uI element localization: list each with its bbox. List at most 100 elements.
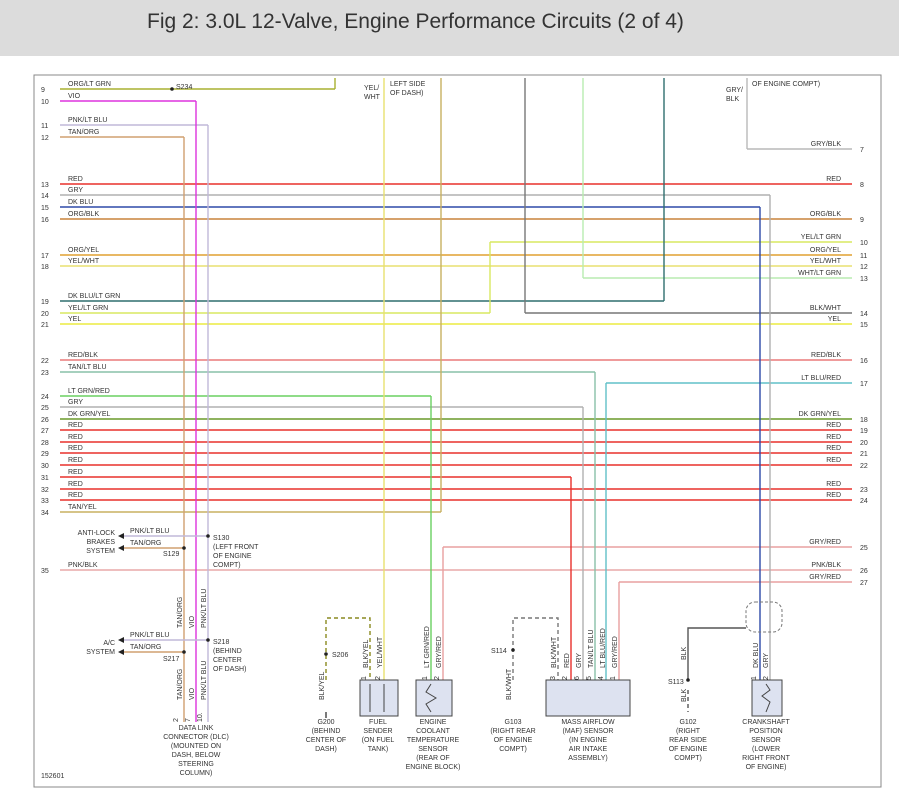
- maf-sensor-body: [545, 679, 631, 717]
- splice-s129: S129: [163, 551, 179, 558]
- wire-label: RED: [68, 492, 83, 499]
- row-number: 24: [41, 394, 49, 401]
- vertical-wire-label: GRY/RED: [612, 636, 619, 668]
- fuel-sender-label: TANK): [368, 746, 388, 753]
- right-pin-number: 24: [860, 498, 868, 505]
- wire-label: RED: [68, 445, 83, 452]
- splice-dot: [686, 678, 690, 682]
- right-wire-label: YEL: [828, 316, 841, 323]
- wire-label: ORG/BLK: [68, 211, 99, 218]
- dlc-label: COLUMN): [180, 770, 213, 777]
- row-number: 14: [41, 193, 49, 200]
- ac-system-label: A/C: [103, 640, 115, 647]
- row-number: 34: [41, 510, 49, 517]
- ckp-label: SENSOR: [751, 737, 781, 744]
- maf-pin: 5: [586, 676, 593, 680]
- right-pin-number: 14: [860, 311, 868, 318]
- dlc-label: (MOUNTED ON: [171, 743, 221, 750]
- right-pin-number: 17: [860, 381, 868, 388]
- row-number: 11: [41, 123, 48, 130]
- dlc-label: STEERING: [178, 761, 214, 768]
- maf-pin: 4: [598, 676, 605, 680]
- shield-symbol: [745, 601, 783, 633]
- ckp-coil: [761, 683, 771, 713]
- vertical-wire-label: GRY/RED: [436, 636, 443, 668]
- splice-s218-desc: CENTER: [213, 657, 242, 664]
- wire-label: PNK/BLK: [68, 562, 98, 569]
- row-number: 22: [41, 358, 49, 365]
- wire-label: RED: [68, 481, 83, 488]
- ckp-label: OF ENGINE): [746, 764, 787, 771]
- right-pin-number: 8: [860, 182, 864, 189]
- branch-label: TAN/ORG: [130, 644, 161, 651]
- vertical-wire-label: LT GRN/RED: [424, 626, 431, 668]
- fuel-pin: 2: [375, 676, 382, 680]
- right-pin-number: 27: [860, 580, 868, 587]
- wire-label: RED/BLK: [68, 352, 98, 359]
- right-pin-number: 10: [860, 240, 868, 247]
- right-pin-number: 11: [860, 253, 867, 260]
- row-number: 32: [41, 487, 49, 494]
- right-wire-label: YEL/LT GRN: [801, 234, 841, 241]
- row-number: 20: [41, 311, 49, 318]
- right-pin-number: 16: [860, 358, 868, 365]
- wire-label: LT GRN/RED: [68, 388, 110, 395]
- ect-label: ENGINE: [420, 719, 447, 726]
- right-pin-number: 20: [860, 440, 868, 447]
- g103-label: G103: [504, 719, 521, 726]
- row-number: 9: [41, 87, 45, 94]
- right-pin-number: 12: [860, 264, 868, 271]
- ac-system-label: SYSTEM: [86, 649, 115, 656]
- dlc-label: CONNECTOR (DLC): [163, 734, 229, 741]
- row-number: 13: [41, 182, 49, 189]
- wire-label: YEL/WHT: [68, 258, 100, 265]
- right-wire-label: RED/BLK: [811, 352, 841, 359]
- arrow-head: [118, 545, 124, 551]
- right-pin-number: 19: [860, 428, 868, 435]
- vertical-wire-label: LT BLU/RED: [600, 628, 607, 668]
- g200-label: (BEHIND: [312, 728, 341, 735]
- figure-number: 152601: [41, 773, 64, 780]
- ckp-pin: 2: [763, 676, 770, 680]
- top-note-gry-blk: GRY/: [726, 87, 743, 94]
- vertical-wire-label: GRY: [576, 653, 583, 668]
- row-number: 16: [41, 217, 49, 224]
- right-wire-label: RED: [826, 176, 841, 183]
- ect-pin: 1: [422, 676, 429, 680]
- ect-label: ENGINE BLOCK): [406, 764, 461, 771]
- vertical-wire-label: DK BLU: [753, 643, 760, 668]
- top-note-left-side: LEFT SIDE: [390, 81, 426, 88]
- splice-dot: [324, 652, 328, 656]
- maf-label: ASSEMBLY): [568, 755, 608, 762]
- vertical-wire-label: GRY: [763, 653, 770, 668]
- row-number: 18: [41, 264, 49, 271]
- wire-label: DK BLU: [68, 199, 93, 206]
- wire-label: YEL: [68, 316, 81, 323]
- maf-pin: 6: [574, 676, 581, 680]
- right-wire-label: DK GRN/YEL: [799, 411, 842, 418]
- vertical-wire-label: PNK/LT BLU: [201, 661, 208, 700]
- vertical-wire-label: TAN/LT BLU: [588, 629, 595, 668]
- abs-system-label: BRAKES: [87, 539, 116, 546]
- vertical-wire-label: BLK/WHT: [506, 668, 513, 700]
- ect-label: TEMPERATURE: [407, 737, 460, 744]
- wire-label: VIO: [68, 93, 81, 100]
- arrow-head: [118, 649, 124, 655]
- right-pin-number: 9: [860, 217, 864, 224]
- dlc-pin: 2: [173, 718, 180, 722]
- vertical-wire-label: RED: [564, 653, 571, 668]
- ckp-label: POSITION: [749, 728, 782, 735]
- splice-s114: S114: [491, 648, 507, 655]
- ect-label: SENSOR: [418, 746, 448, 753]
- row-number: 31: [41, 475, 49, 482]
- row-number: 17: [41, 253, 49, 260]
- figure-title: Fig 2: 3.0L 12-Valve, Engine Performance…: [147, 10, 684, 33]
- splice-s217: S217: [163, 656, 179, 663]
- vertical-wire-label: PNK/LT BLU: [201, 589, 208, 628]
- figure-header: Fig 2: 3.0L 12-Valve, Engine Performance…: [0, 0, 899, 56]
- wire-label: TAN/ORG: [68, 129, 99, 136]
- vertical-wire-label: BLK/WHT: [551, 636, 558, 668]
- abs-system-label: SYSTEM: [86, 548, 115, 555]
- wire-label: DK GRN/YEL: [68, 411, 111, 418]
- row-number: 27: [41, 428, 49, 435]
